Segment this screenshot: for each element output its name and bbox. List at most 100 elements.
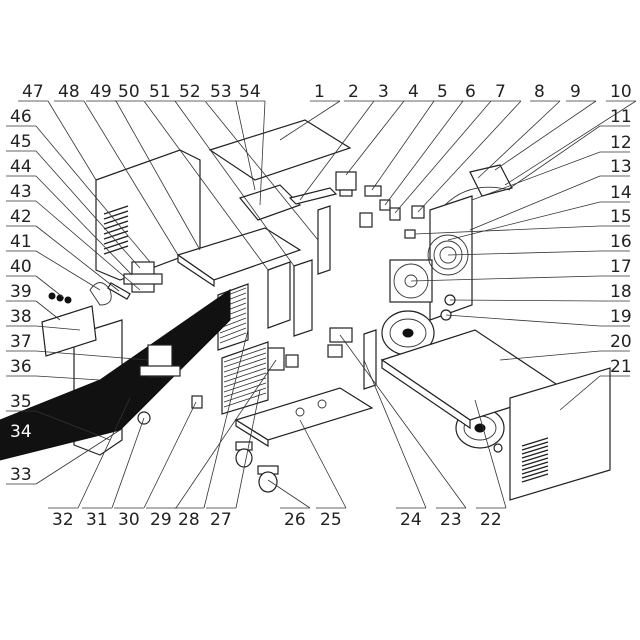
- callout-5: 5: [437, 82, 448, 102]
- leader-line: [35, 375, 101, 381]
- callout-10: 10: [610, 82, 632, 102]
- heatsink-fin: [223, 362, 267, 378]
- callout-3: 3: [378, 82, 389, 102]
- heatsink-fin: [223, 347, 267, 363]
- callout-54: 54: [239, 82, 261, 102]
- callout-42: 42: [10, 207, 32, 227]
- output-inductor: [139, 344, 181, 378]
- callout-51: 51: [149, 82, 171, 102]
- carry-handle: [444, 164, 513, 206]
- leader-line: [371, 100, 435, 191]
- leader-line: [115, 100, 201, 251]
- callout-25: 25: [320, 510, 342, 530]
- leader-line: [35, 225, 120, 292]
- callout-31: 31: [86, 510, 108, 530]
- callout-19: 19: [610, 307, 632, 327]
- callout-8: 8: [534, 82, 545, 102]
- power-board: [267, 259, 313, 337]
- callout-34: 34: [10, 422, 32, 442]
- callout-38: 38: [10, 307, 32, 327]
- screw-21: [493, 443, 503, 453]
- leader-line: [445, 314, 601, 327]
- leader-line: [35, 429, 121, 485]
- vent-slot: [103, 220, 129, 230]
- callout-1: 1: [314, 82, 325, 102]
- callout-18: 18: [610, 282, 632, 302]
- heatsink-fin: [223, 352, 267, 368]
- callout-12: 12: [610, 133, 632, 153]
- callout-6: 6: [465, 82, 476, 102]
- callouts-top: 47 48 49 50 51 52 53 54 1 2 3 4 5 6 7 8 …: [22, 82, 632, 102]
- callout-50: 50: [118, 82, 140, 102]
- bracket: [364, 185, 391, 211]
- leader-line: [447, 201, 601, 241]
- callout-20: 20: [610, 332, 632, 352]
- callout-41: 41: [10, 232, 32, 252]
- control-pcb: [238, 184, 302, 221]
- vent-slot: [521, 465, 549, 475]
- callout-13: 13: [610, 157, 632, 177]
- switch-block: [359, 205, 425, 228]
- callouts-right: 11 12 13 14 15 16 17 18 19 20 21: [610, 107, 632, 377]
- callout-29: 29: [150, 510, 172, 530]
- control-panel-board: [41, 305, 97, 357]
- heatsink-fin: [223, 367, 267, 383]
- leader-line: [83, 100, 179, 256]
- heatsink-fin: [223, 377, 267, 393]
- leader-line: [299, 419, 347, 509]
- leader-line: [35, 325, 81, 331]
- callout-49: 49: [90, 82, 112, 102]
- heatsink-fin: [219, 332, 247, 344]
- vent-slot: [521, 449, 549, 459]
- vent-slot: [521, 473, 549, 483]
- vent-slot: [521, 445, 549, 455]
- leader-line: [35, 350, 149, 361]
- vent-slot: [103, 215, 129, 225]
- leader-line: [259, 100, 266, 206]
- main-transformer: [123, 261, 163, 293]
- leader-line: [504, 100, 637, 186]
- leader-line: [417, 100, 522, 213]
- leader-line: [174, 100, 295, 267]
- leader-line: [559, 375, 601, 411]
- callout-11: 11: [610, 107, 632, 127]
- vent-slot: [103, 225, 129, 235]
- callout-27: 27: [210, 510, 232, 530]
- terminal-post: [191, 395, 203, 409]
- leader-line: [494, 100, 597, 171]
- callout-14: 14: [610, 183, 632, 203]
- leader-line: [339, 334, 467, 509]
- heatsink-lower: [221, 341, 269, 415]
- terminal-strip: [288, 187, 338, 205]
- rectifier-module: [267, 347, 299, 371]
- callout-47: 47: [22, 82, 44, 102]
- right-side-panel: [509, 367, 611, 501]
- leader-line: [35, 200, 141, 291]
- vent-slot: [103, 245, 129, 255]
- heatsink-fin: [223, 357, 267, 373]
- callout-21: 21: [610, 357, 632, 377]
- leader-line: [299, 100, 375, 201]
- callout-52: 52: [179, 82, 201, 102]
- heatsink-fin: [223, 372, 267, 388]
- leader-line: [474, 399, 507, 509]
- leader-line: [499, 350, 601, 361]
- leader-line: [143, 401, 197, 509]
- leader-line: [175, 359, 277, 509]
- callout-7: 7: [495, 82, 506, 102]
- callout-23: 23: [440, 510, 462, 530]
- leader-line: [203, 329, 249, 509]
- leader-line: [394, 100, 492, 214]
- callout-32: 32: [52, 510, 74, 530]
- leader-line: [235, 100, 256, 191]
- callout-45: 45: [10, 132, 32, 152]
- leader-line: [235, 389, 261, 509]
- callout-35: 35: [10, 392, 32, 412]
- callout-37: 37: [10, 332, 32, 352]
- caster-wheel-left: [235, 441, 253, 468]
- leader-lines: [6, 100, 637, 509]
- heatsink-fin: [219, 322, 247, 334]
- leader-line: [267, 479, 311, 509]
- vent-slot: [521, 437, 549, 447]
- leader-line: [35, 275, 65, 299]
